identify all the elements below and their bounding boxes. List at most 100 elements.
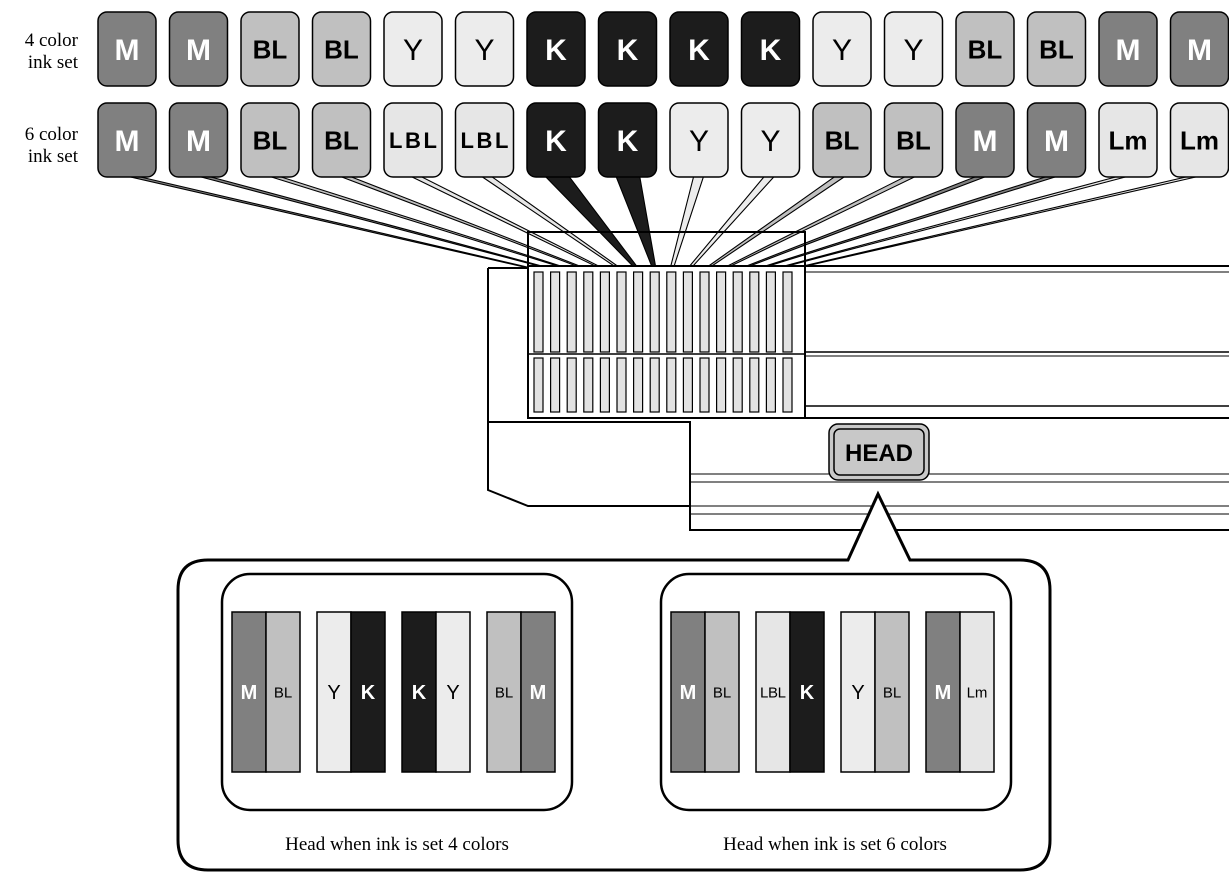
ink-slot-lower	[616, 357, 627, 413]
ink-label-k: K	[688, 34, 710, 67]
ink-box-four-color-m: M	[1169, 11, 1229, 87]
head-nozzle-y: Y	[840, 611, 876, 773]
printer-body	[487, 231, 1229, 531]
ink-slot-lower	[782, 357, 793, 413]
ink-label-bl: BL	[253, 34, 288, 64]
ink-label-lm: Lm	[1180, 125, 1219, 155]
ink-slot-upper	[682, 271, 694, 353]
ink-box-four-color-bl: BL	[955, 11, 1015, 87]
head-nozzle-label: Lm	[967, 684, 988, 701]
ink-slot-lower	[533, 357, 544, 413]
ink-connector-m	[752, 174, 1062, 271]
ink-slot-lower	[549, 357, 561, 413]
ink-label-lbl: LBL	[461, 128, 509, 153]
ink-label-bl: BL	[896, 125, 931, 155]
head-nozzle-m: M	[231, 611, 267, 773]
ink-slot-lower	[715, 357, 727, 413]
head-nozzle-lm: Lm	[959, 611, 995, 773]
ink-slot-upper	[765, 271, 777, 353]
ink-box-four-color-k: K	[669, 11, 729, 87]
head-nozzle-bl: BL	[265, 611, 301, 773]
head-nozzle-bl: BL	[704, 611, 740, 773]
ink-label-y: Y	[689, 125, 709, 158]
head-nozzle-y: Y	[435, 611, 471, 773]
ink-slot-lower	[682, 357, 694, 413]
ink-label-bl: BL	[324, 125, 359, 155]
ink-box-six-color-y: Y	[669, 102, 729, 178]
ink-box-six-color-k: K	[597, 102, 658, 178]
head-nozzle-m: M	[520, 611, 556, 773]
head-nozzle-label: Y	[327, 682, 340, 704]
ink-label-m: M	[1187, 34, 1212, 67]
ink-label-bl: BL	[825, 125, 860, 155]
ink-slot-upper	[749, 271, 760, 353]
ink-label-m: M	[973, 125, 998, 158]
head-caption-4-colors: Head when ink is set 4 colors	[285, 834, 509, 855]
ink-label-bl: BL	[324, 34, 359, 64]
ink-label-bl: BL	[253, 125, 288, 155]
ink-label-k: K	[545, 125, 567, 158]
ink-box-four-color-m: M	[168, 11, 229, 87]
head-nozzle-label: BL	[713, 684, 731, 701]
head-nozzle-label: Y	[446, 682, 459, 704]
ink-box-six-color-m: M	[1026, 102, 1087, 178]
ink-slot-lower	[749, 357, 760, 413]
ink-slot-upper	[649, 271, 660, 353]
ink-label-m: M	[1116, 34, 1141, 67]
ink-box-six-color-bl: BL	[311, 102, 372, 178]
head-nozzle-label: Y	[851, 682, 864, 704]
ink-box-six-color-lm: Lm	[1169, 102, 1229, 178]
ink-slot-upper	[699, 271, 710, 353]
ink-label-m: M	[186, 34, 211, 67]
ink-connector-bl	[264, 174, 574, 271]
ink-label-y: Y	[832, 34, 852, 67]
ink-box-four-color-k: K	[597, 11, 658, 87]
head-nozzle-label: LBL	[760, 684, 786, 701]
ink-slot-lower	[649, 357, 660, 413]
row-label-6-color-line2: ink set	[27, 146, 78, 167]
ink-label-y: Y	[403, 34, 423, 67]
ink-box-four-color-m: M	[97, 11, 157, 87]
ink-slot-upper	[566, 271, 577, 353]
head-nozzle-label: K	[361, 682, 376, 704]
ink-label-k: K	[760, 34, 782, 67]
ink-label-k: K	[617, 125, 639, 158]
ink-slot-upper	[549, 271, 561, 353]
head-nozzle-label: BL	[883, 684, 901, 701]
head-nozzle-label: M	[935, 682, 952, 704]
head-nozzle-label: K	[412, 682, 427, 704]
ink-box-six-color-k: K	[526, 102, 586, 178]
head-nozzle-lbl: LBL	[755, 611, 791, 773]
ink-box-four-color-bl: BL	[1026, 11, 1087, 87]
ink-connector-m	[121, 174, 541, 271]
ink-box-four-color-k: K	[526, 11, 586, 87]
ink-slot-lower	[583, 357, 594, 413]
ink-slot-upper	[666, 271, 677, 353]
ink-label-lm: Lm	[1109, 125, 1148, 155]
ink-slot-lower	[666, 357, 677, 413]
ink-box-six-color-m: M	[168, 102, 229, 178]
row-label-4-color-line1: 4 color	[24, 30, 78, 51]
ink-slot-upper	[732, 271, 743, 353]
head-nozzle-label: M	[530, 682, 547, 704]
ink-slots	[533, 271, 793, 413]
head-nozzle-m: M	[925, 611, 961, 773]
ink-line-connectors	[121, 174, 1205, 271]
ink-slot-upper	[533, 271, 544, 353]
ink-connector-k	[614, 174, 657, 271]
ink-label-k: K	[617, 34, 639, 67]
ink-box-four-color-y: Y	[454, 11, 515, 87]
ink-slot-upper	[782, 271, 793, 353]
head-caption-6-colors: Head when ink is set 6 colors	[723, 834, 947, 855]
row-label-4-color-line2: ink set	[27, 52, 78, 73]
ink-slot-upper	[599, 271, 611, 353]
ink-slot-lower	[699, 357, 710, 413]
ink-label-y: Y	[903, 34, 923, 67]
head-nozzle-bl: BL	[486, 611, 522, 773]
ink-label-lbl: LBL	[389, 128, 437, 153]
ink-slot-upper	[632, 271, 644, 353]
head-nozzle-m: M	[670, 611, 706, 773]
